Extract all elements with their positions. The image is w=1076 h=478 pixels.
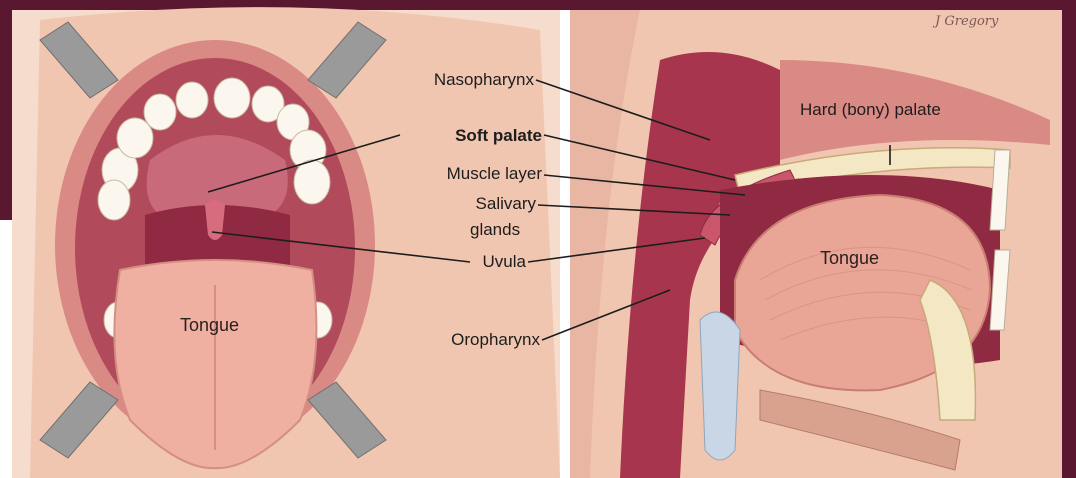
label-tongue-front: Tongue [180, 315, 239, 336]
label-soft-palate: Soft palate [402, 126, 542, 146]
label-oropharynx: Oropharynx [400, 330, 540, 350]
sagittal-section-view [570, 10, 1062, 478]
label-salivary-glands-line2: glands [470, 220, 520, 240]
label-uvula: Uvula [418, 252, 526, 272]
label-muscle-layer: Muscle layer [402, 164, 542, 184]
label-hard-palate: Hard (bony) palate [800, 100, 941, 120]
label-salivary-glands-line1: Salivary [418, 194, 536, 214]
artist-signature: J Gregory [935, 14, 998, 29]
label-nasopharynx: Nasopharynx [400, 70, 534, 90]
label-tongue-side: Tongue [820, 248, 879, 269]
